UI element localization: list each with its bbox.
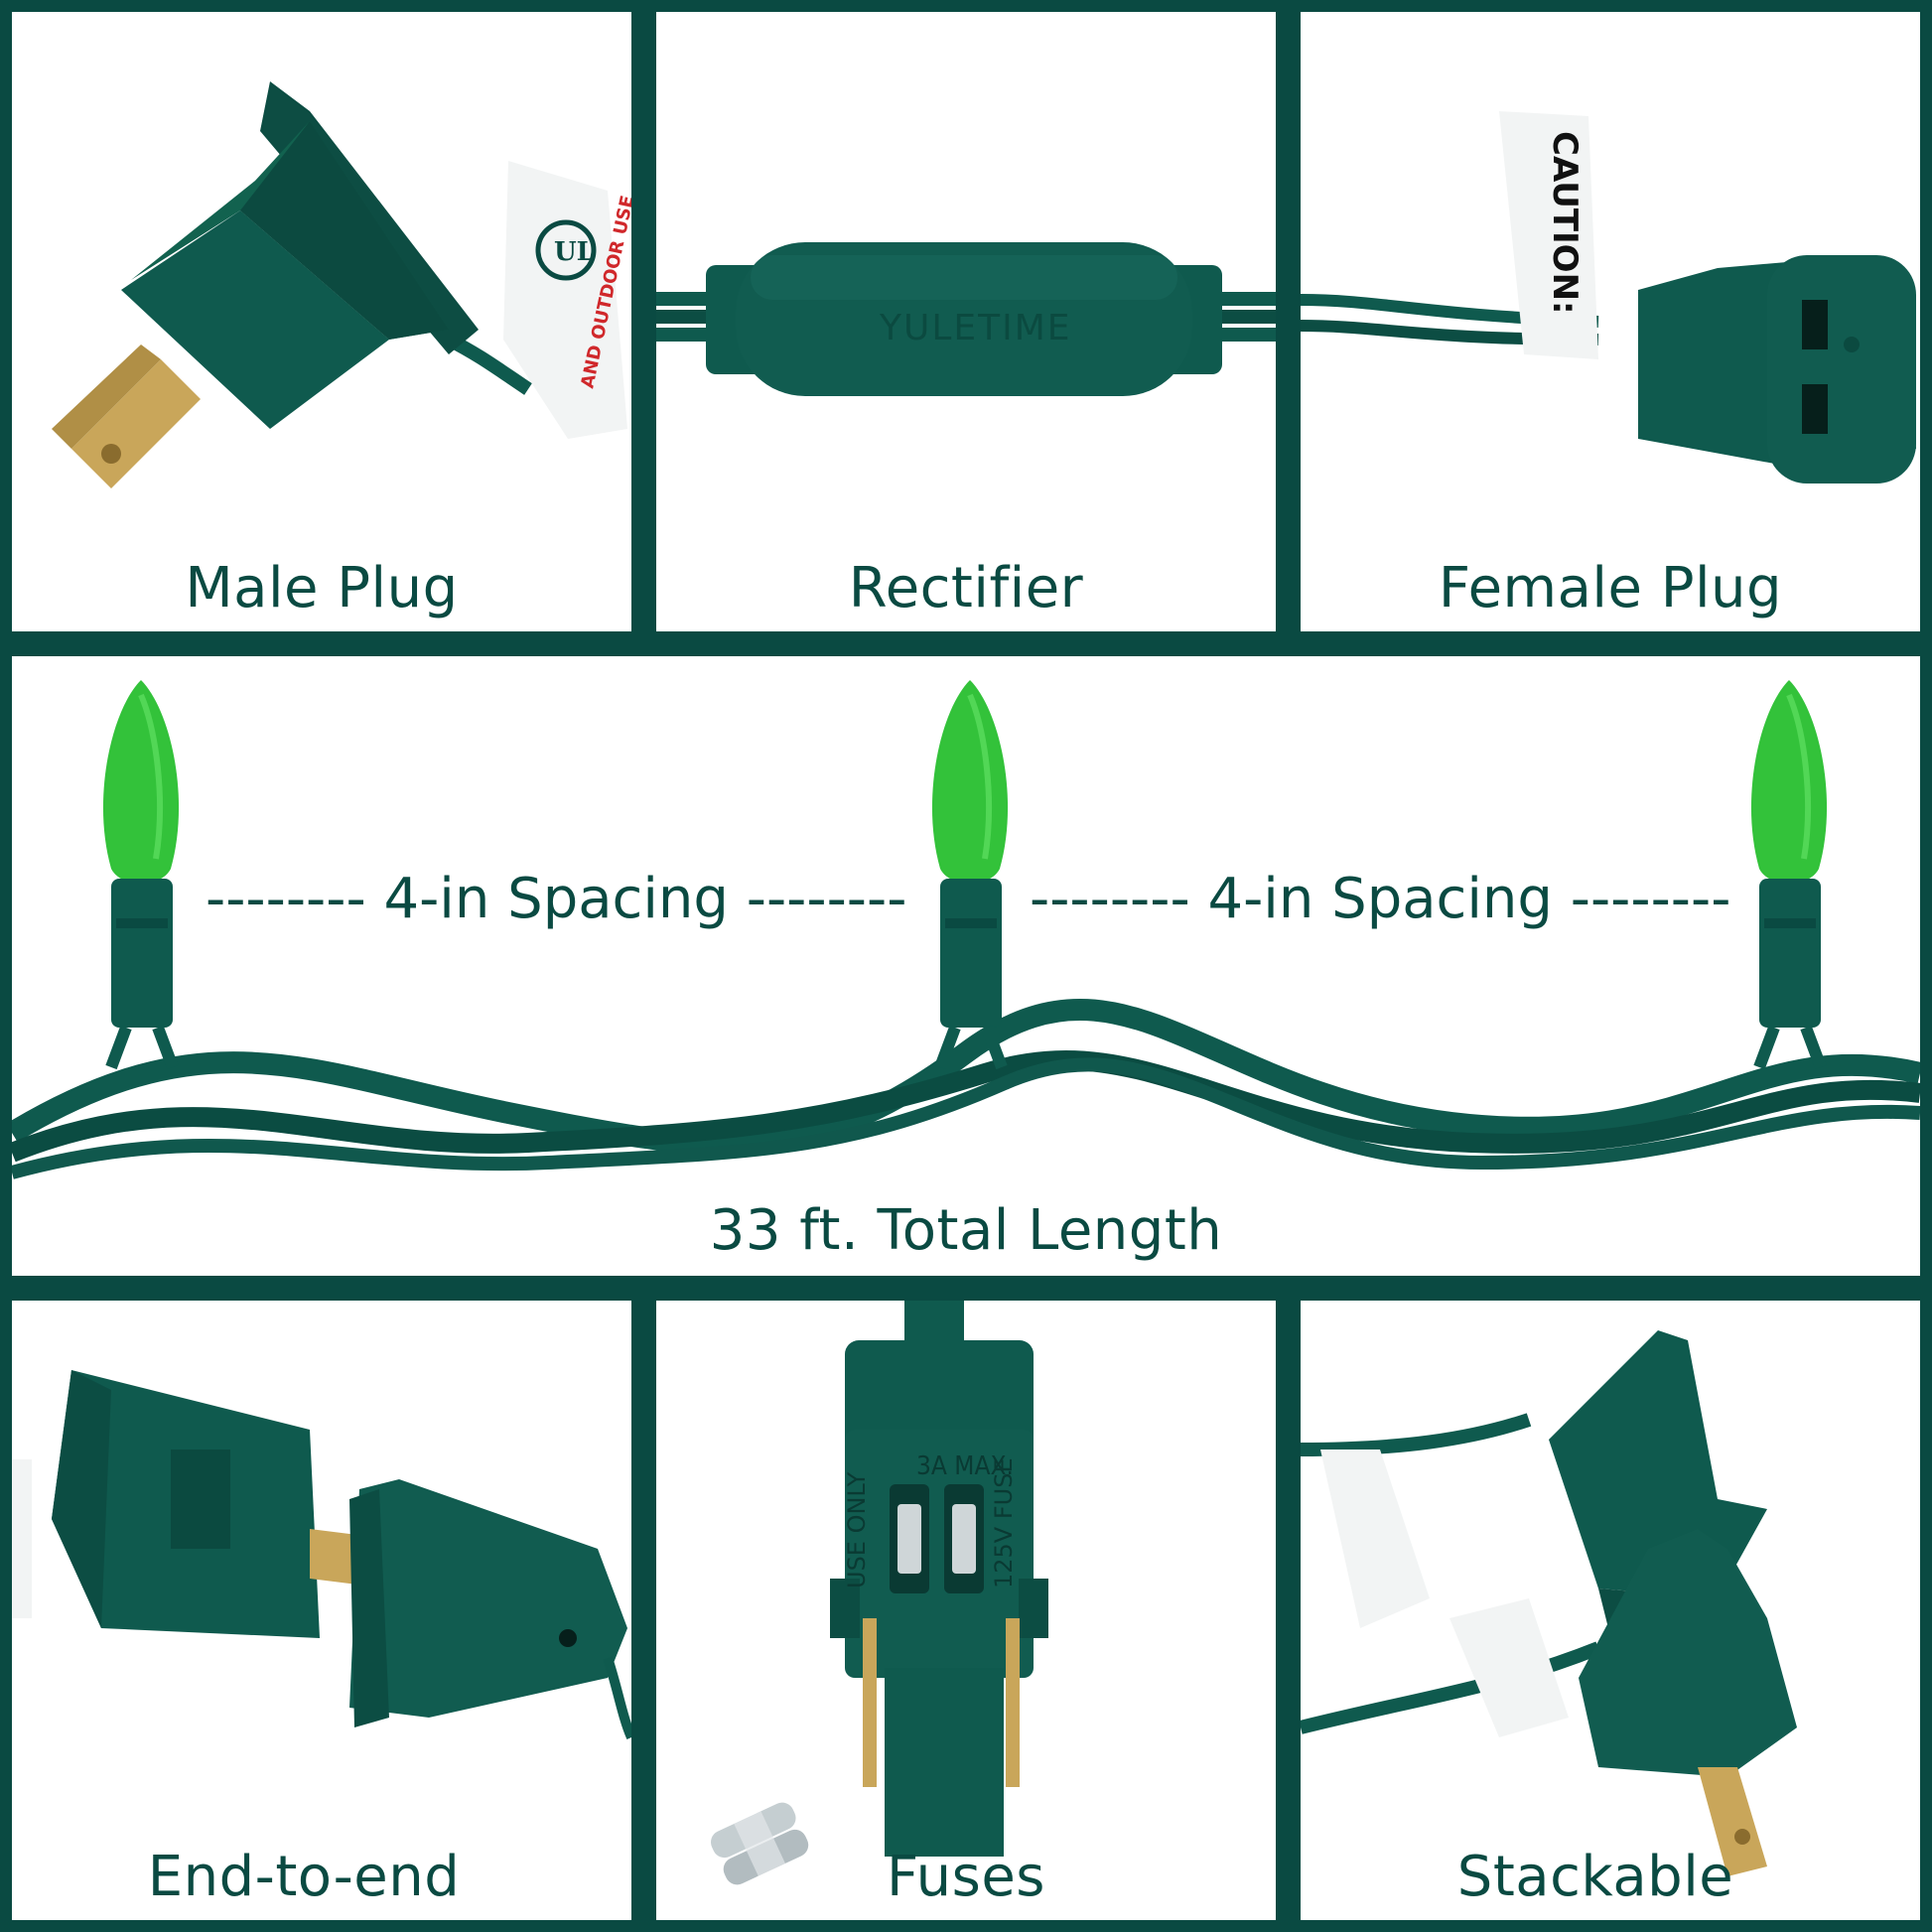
- fuse-plug-icon: 3A MAX. USE ONLY 125V FUSE: [711, 1301, 1048, 1885]
- c6-bulb-icon: [1750, 680, 1828, 1070]
- male-plug-icon: UL AND OUTDOOR USE: [52, 81, 631, 488]
- rectifier-icon: YULETIME: [656, 242, 1276, 396]
- stacked-plugs-icon: [1301, 1330, 1797, 1876]
- ul-tag-icon: UL AND OUTDOOR USE: [503, 161, 631, 439]
- svg-text:3A MAX.: 3A MAX.: [916, 1451, 1014, 1481]
- panel-light-string: -------- 4-in Spacing -------- -------- …: [12, 656, 1920, 1276]
- panel-fuses: 3A MAX. USE ONLY 125V FUSE Fuses: [656, 1301, 1276, 1920]
- light-string-diagram: [12, 680, 1920, 1179]
- c6-bulb-icon: [931, 680, 1009, 1070]
- spacing-label-right: -------- 4-in Spacing --------: [1030, 867, 1731, 931]
- panel-stackable: Stackable: [1301, 1301, 1920, 1920]
- female-plug-icon: CAUTION:: [1301, 111, 1916, 483]
- caption-total-length: 33 ft. Total Length: [709, 1198, 1223, 1263]
- caution-tag-icon: CAUTION:: [1499, 111, 1598, 359]
- svg-text:USE ONLY: USE ONLY: [843, 1471, 871, 1588]
- svg-text:UL: UL: [554, 237, 595, 267]
- svg-text:125V FUSE: 125V FUSE: [990, 1457, 1018, 1588]
- panel-male-plug: UL AND OUTDOOR USE Male Plug: [12, 12, 631, 631]
- c6-bulb-icon: [102, 680, 180, 1070]
- spacing-label-left: -------- 4-in Spacing --------: [206, 867, 907, 931]
- spare-fuse-icon: [711, 1802, 809, 1885]
- caption-fuses: Fuses: [887, 1845, 1045, 1909]
- connected-plugs-icon: [12, 1370, 631, 1740]
- caption-female-plug: Female Plug: [1438, 556, 1783, 621]
- svg-text:CAUTION:: CAUTION:: [1545, 131, 1585, 315]
- caption-male-plug: Male Plug: [185, 556, 459, 621]
- caption-stackable: Stackable: [1456, 1845, 1734, 1909]
- panel-female-plug: CAUTION: Female Plug: [1301, 12, 1920, 631]
- panel-rectifier: YULETIME Rectifier: [656, 12, 1276, 631]
- caption-end-to-end: End-to-end: [147, 1845, 461, 1909]
- panel-end-to-end: End-to-end: [12, 1301, 631, 1920]
- caption-rectifier: Rectifier: [848, 556, 1084, 621]
- rectifier-brand: YULETIME: [879, 308, 1072, 348]
